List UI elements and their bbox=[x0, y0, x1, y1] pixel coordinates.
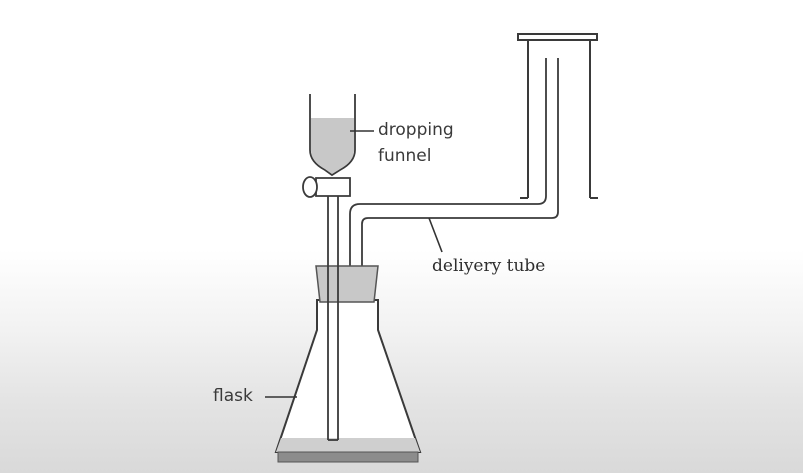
dropping-funnel-label: dropping bbox=[378, 120, 454, 140]
delivery-tube-label: deliyery tube bbox=[432, 256, 546, 276]
dropping-funnel bbox=[302, 94, 356, 441]
flask-label: flask bbox=[213, 386, 253, 406]
dropping-funnel-label-line2: funnel bbox=[378, 146, 432, 166]
delivery-tube bbox=[349, 58, 559, 298]
flask bbox=[274, 299, 422, 463]
rubber-stopper bbox=[315, 265, 379, 303]
gas-jar bbox=[517, 33, 598, 199]
label-pointers bbox=[265, 130, 443, 398]
